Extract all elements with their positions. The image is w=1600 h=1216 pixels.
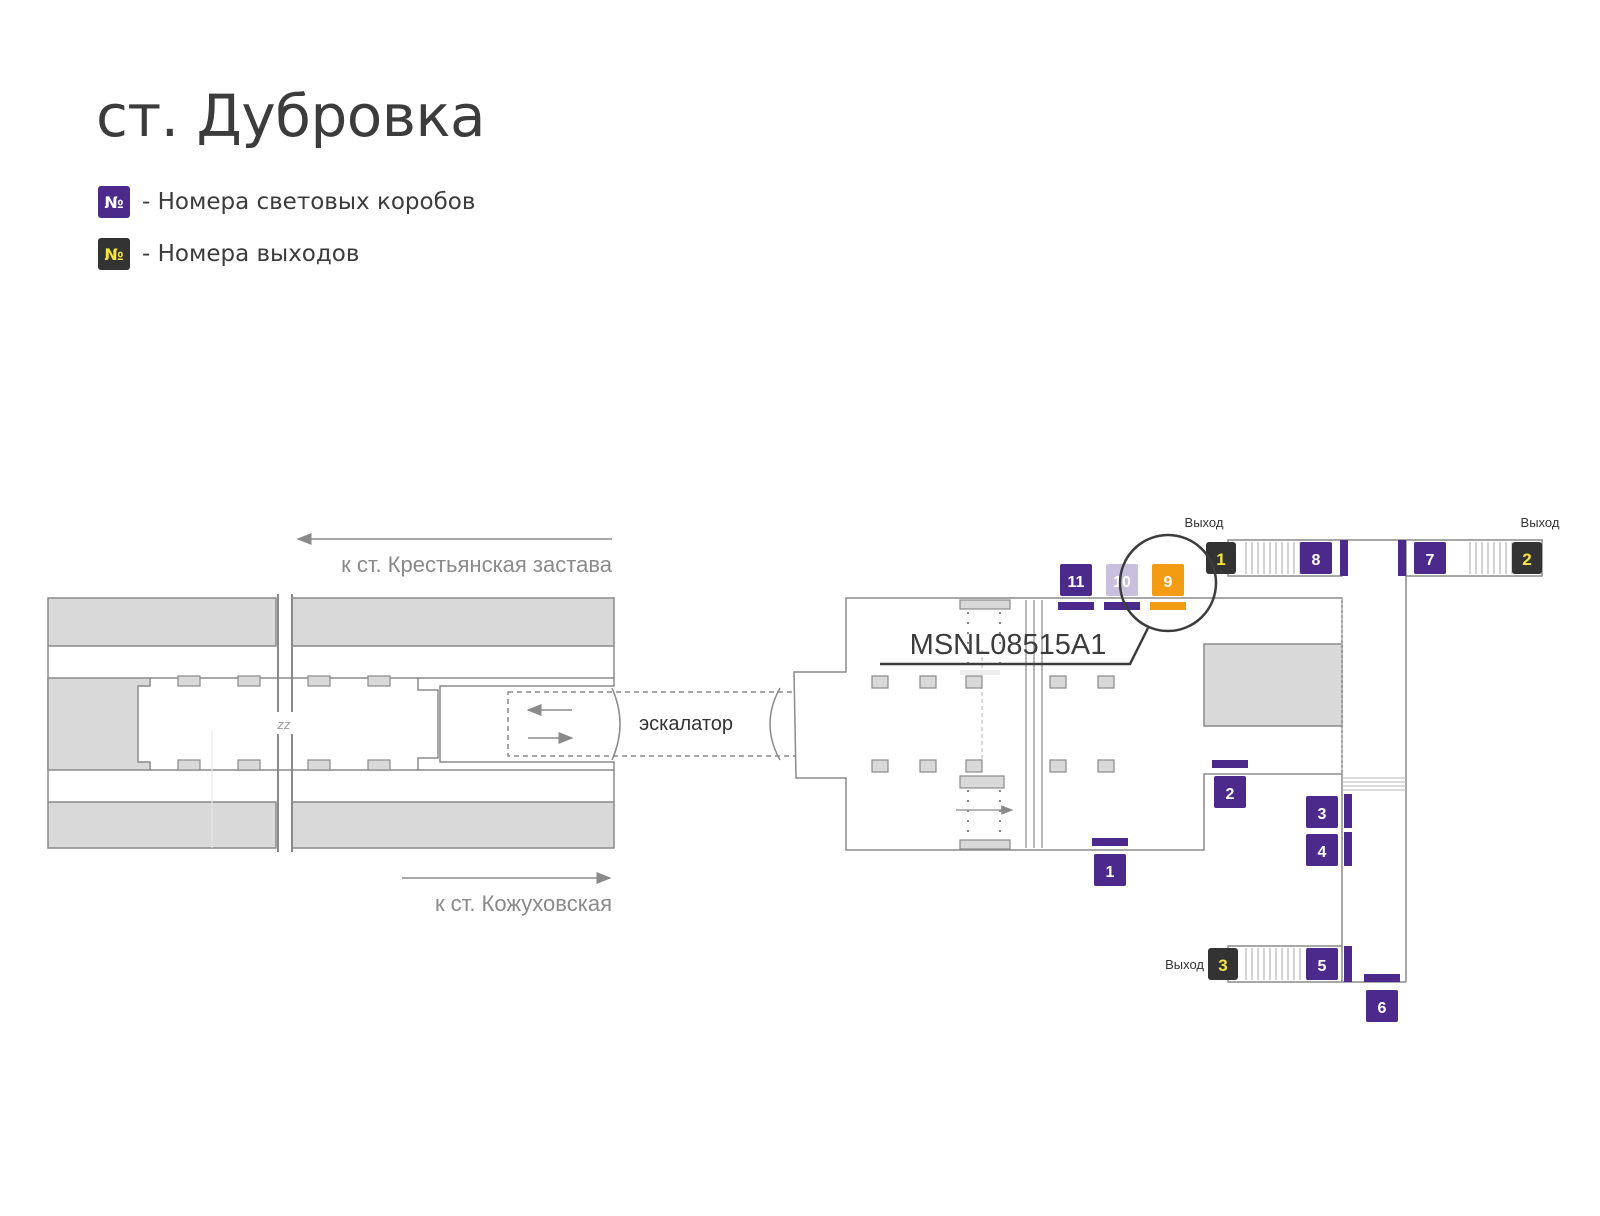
exit-2: Выход 2 [1512, 515, 1560, 574]
light-box-2-number: 2 [1226, 786, 1235, 803]
exit-1-number: 1 [1216, 550, 1225, 569]
legend-box-text: - Номера световых коробов [142, 189, 476, 215]
platform-end-block [47, 677, 151, 771]
light-box-9[interactable]: 9 [1150, 564, 1186, 610]
highlight-code: MSNL08515A1 [910, 629, 1107, 661]
light-box-8-number: 8 [1312, 552, 1321, 569]
page-title: ст. Дубровка [96, 82, 486, 150]
legend-box-badge: № [98, 186, 130, 218]
light-box-6-number: 6 [1378, 1000, 1387, 1017]
break-mark: zz [277, 717, 292, 732]
highlight-leader-line [880, 627, 1150, 666]
light-box-9-number: 9 [1164, 574, 1173, 591]
light-box-5[interactable]: 5 [1306, 946, 1352, 982]
exit-3-word: Выход [1165, 957, 1204, 972]
highlight-circle [1118, 533, 1218, 633]
track-top-left [47, 597, 277, 647]
exit-2-word: Выход [1521, 515, 1560, 530]
light-box-1-number: 1 [1106, 864, 1115, 881]
platform: zz [47, 594, 615, 852]
light-box-11[interactable]: 11 [1058, 564, 1094, 610]
light-box-4-number: 4 [1318, 844, 1327, 861]
light-box-10[interactable]: 10 [1104, 564, 1140, 610]
platform-columns [177, 675, 391, 771]
legend-exits: № - Номера выходов [98, 237, 359, 271]
legend-exit-text: - Номера выходов [142, 241, 360, 267]
exit-1: Выход 1 [1185, 515, 1236, 574]
light-box-4[interactable]: 4 [1306, 832, 1352, 866]
exit-3: Выход 3 [1165, 948, 1238, 980]
light-box-6[interactable]: 6 [1364, 974, 1400, 1022]
direction-top-label: к ст. Крестьянская застава [341, 552, 613, 577]
exit-3-number: 3 [1218, 956, 1227, 975]
legend-exit-badge: № [98, 238, 130, 270]
light-box-3[interactable]: 3 [1306, 794, 1352, 828]
track-bottom-left [47, 801, 277, 849]
vestibule-block [1203, 643, 1343, 727]
vestibule [793, 597, 1343, 851]
exit-3-badge [1208, 948, 1238, 980]
light-box-10-number: 10 [1113, 574, 1131, 591]
exit-1-word: Выход [1185, 515, 1224, 530]
light-box-7[interactable]: 7 [1398, 540, 1446, 576]
platform-escalator-lead [417, 677, 615, 771]
light-box-5-number: 5 [1318, 958, 1327, 975]
light-box-7-number: 7 [1426, 552, 1435, 569]
escalator-label: эскалатор [639, 713, 733, 735]
light-box-11-number: 11 [1068, 574, 1085, 591]
track-bottom-right [291, 801, 615, 849]
light-box-8[interactable]: 8 [1300, 540, 1348, 576]
track-top-right [291, 597, 615, 647]
exit-2-badge [1512, 542, 1542, 574]
hall-columns [871, 675, 1115, 773]
direction-bottom-label: к ст. Кожуховская [435, 891, 612, 916]
light-box-1[interactable]: 1 [1092, 838, 1128, 886]
escalator: эскалатор [507, 687, 811, 761]
exit-2-number: 2 [1522, 550, 1531, 569]
legend-light-boxes: № - Номера световых коробов [98, 185, 475, 219]
light-box-3-number: 3 [1318, 806, 1327, 823]
light-box-2[interactable]: 2 [1212, 760, 1248, 808]
